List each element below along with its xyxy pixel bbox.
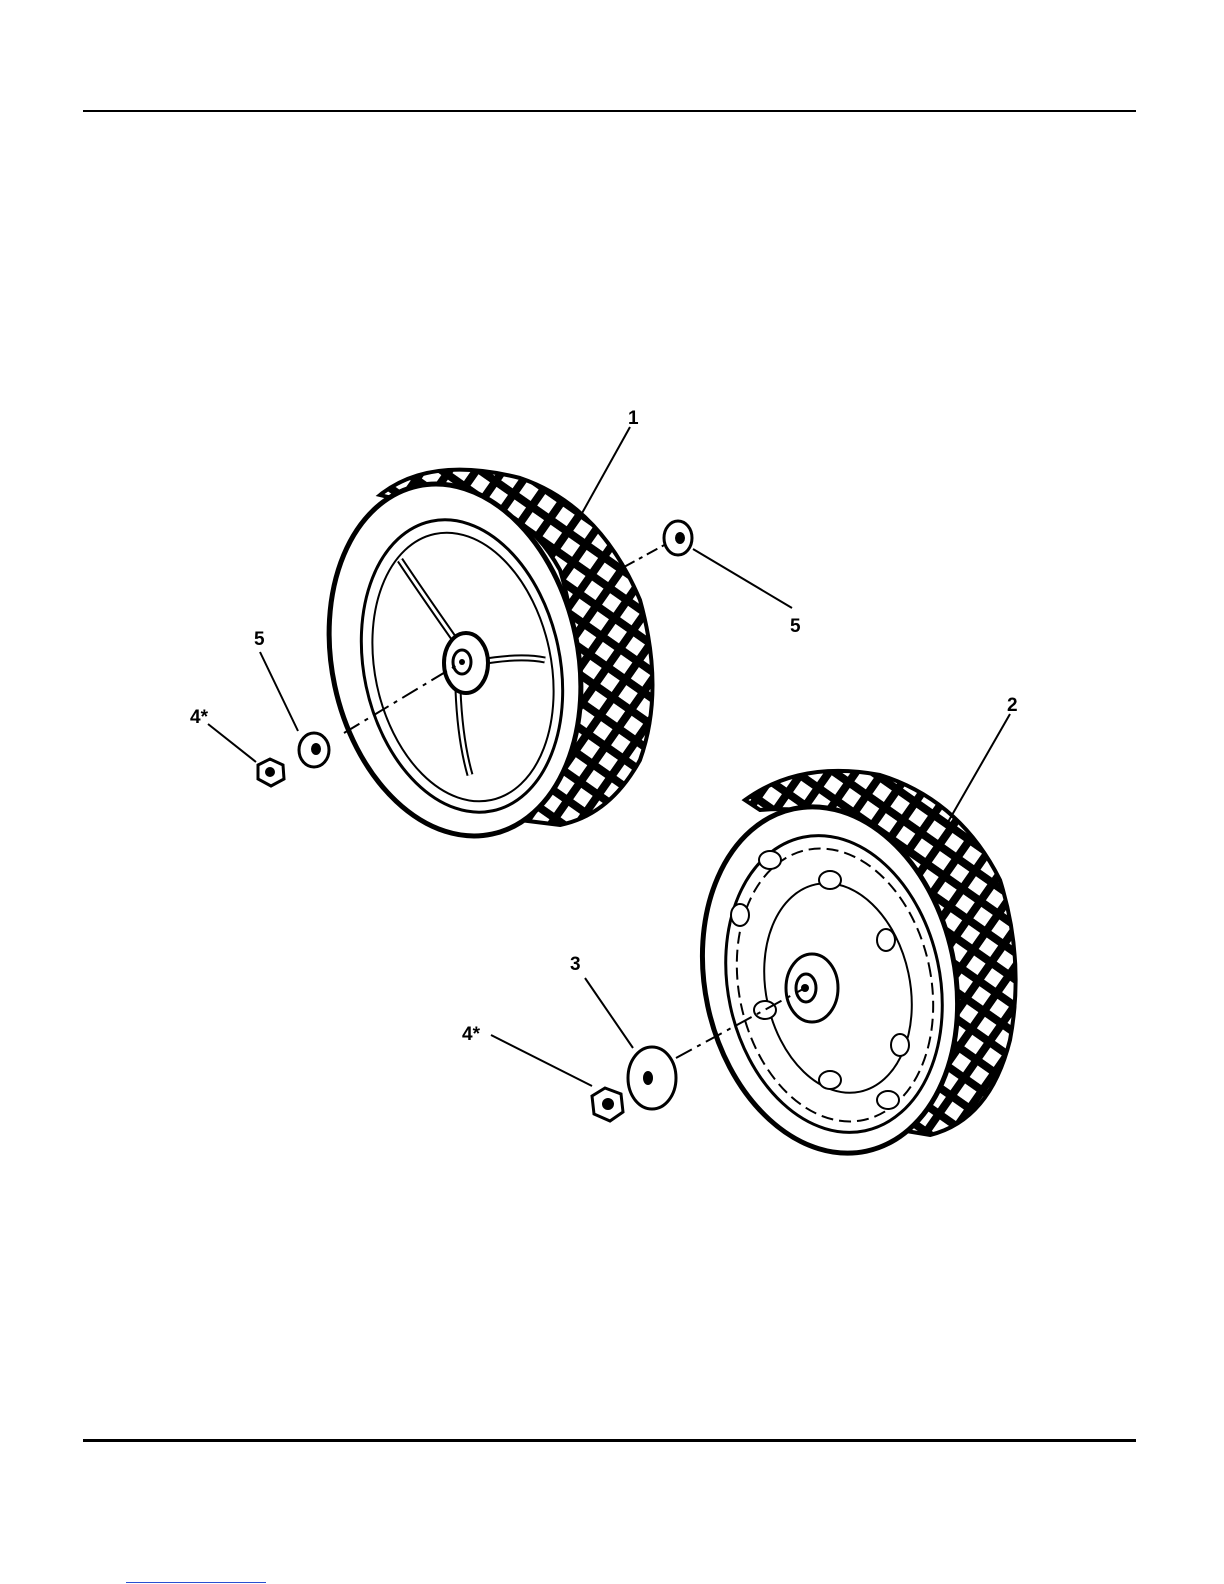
callout-2: 2	[1007, 695, 1018, 716]
spacer-washer-icon	[664, 521, 692, 555]
disc-wheel-icon	[671, 771, 1015, 1177]
leader-line	[948, 714, 1010, 822]
callout-4-left: 4*	[190, 707, 209, 728]
callout-3: 3	[570, 954, 581, 975]
callout-5-left: 5	[254, 629, 265, 650]
flat-washer-icon	[628, 1047, 676, 1109]
leader-line	[491, 1035, 592, 1086]
axle-line	[624, 543, 668, 567]
leader-line	[260, 652, 298, 731]
leader-line	[585, 978, 633, 1048]
hex-nut-icon	[592, 1088, 623, 1121]
leader-line	[208, 724, 256, 762]
leader-line	[581, 427, 630, 515]
callout-5-right: 5	[790, 616, 801, 637]
callout-4-lower: 4*	[462, 1024, 481, 1045]
leader-line	[693, 549, 792, 608]
spoked-wheel-icon	[298, 460, 653, 859]
hex-nut-icon	[258, 759, 284, 786]
spacer-washer-icon	[299, 733, 329, 767]
callout-1: 1	[628, 408, 639, 429]
